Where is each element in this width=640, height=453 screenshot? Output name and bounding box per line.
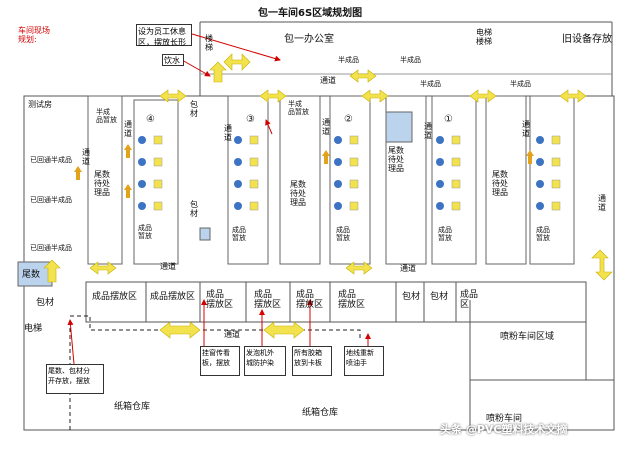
page-title: 包一车间6S区域规划图	[258, 8, 363, 19]
spray-area-room: 喷粉车间区域	[500, 332, 555, 342]
carton-left-room: 纸箱仓库	[114, 402, 151, 412]
drinking-callout: 饮水	[162, 54, 184, 66]
aisle-v-label: 通 道	[522, 120, 530, 139]
semi-label: 半成品	[510, 80, 531, 88]
aisle-label: 通道	[320, 76, 336, 85]
semi-label: 半成品	[420, 80, 441, 88]
finished-small-label: 成品 暂放	[336, 226, 350, 243]
circle-marker: ③	[246, 114, 255, 125]
aisle-label: 通道	[224, 330, 240, 339]
seat-markers	[153, 135, 561, 211]
foam-protect-callout: 发泡机外 城防护染	[244, 346, 286, 376]
elevator-left: 电梯	[24, 324, 43, 334]
semi-small-label: 半成 品暂放	[288, 100, 309, 117]
wb-line-label: 已回通半成品	[30, 196, 72, 204]
tail-pending-label: 尾数 待处 理品	[94, 170, 110, 198]
old-equipment-room: 旧设备存放	[562, 34, 612, 45]
aisle-label: 通道	[160, 262, 176, 271]
aisle-v-label: 通 道	[224, 124, 232, 143]
tail-pending-label: 尾数 待处 理品	[388, 146, 404, 174]
aisle-v-label: 通 道	[124, 120, 132, 139]
wb-line-label: 已回通半成品	[30, 156, 72, 164]
test-room: 测试房	[28, 100, 52, 109]
wb-line-label: 已回通半成品	[30, 244, 72, 252]
pack-v: 包材	[430, 292, 449, 302]
office-room: 包一办公室	[284, 34, 334, 45]
finished-area-small: 成品 摆放区	[254, 290, 282, 311]
circle-marker: ④	[146, 114, 155, 125]
finished-small-label: 成品 暂放	[232, 226, 246, 243]
finished-area-v: 成品 区	[460, 290, 479, 311]
aisle-v-label: 通 道	[598, 194, 606, 213]
circle-marker: ①	[444, 114, 453, 125]
finished-area-small: 成品 摆放区	[206, 290, 234, 311]
aisle-label: 通道	[400, 264, 416, 273]
red-leaders	[67, 33, 371, 365]
flow-arrows	[43, 53, 613, 339]
workstations	[17, 95, 575, 287]
finished-area-small: 成品 摆放区	[296, 290, 324, 311]
aisle-v-label: 通 道	[424, 122, 432, 141]
pallet-callout: 所有胶箱 放到卡板	[292, 346, 332, 376]
elevator-top: 电梯 楼梯	[476, 28, 492, 47]
semi-label: 半成品	[338, 56, 359, 64]
tail-pending-label: 尾数 待处 理品	[492, 170, 508, 198]
pack-v: 包材	[402, 292, 421, 302]
pack2-label: 包材	[36, 298, 55, 308]
tail-label: 尾数	[22, 270, 41, 280]
finished-area: 成品摆放区	[92, 292, 138, 302]
dashed-boundary	[70, 315, 361, 340]
aisle-v-label: 通 道	[322, 118, 330, 137]
aisle-v-label: 通 道	[82, 148, 90, 167]
finished-area-small: 成品 摆放区	[338, 290, 366, 311]
ground-paint-callout: 地线重新 喷油手	[344, 346, 384, 376]
spray-room: 喷粉车间	[486, 414, 523, 424]
finished-small-label: 成品 暂放	[536, 226, 550, 243]
watermark: 头条 @PVC塑料技术文摘	[440, 423, 568, 436]
hang-board-callout: 挂窗传看 板，摆放	[200, 346, 240, 376]
semi-label: 半成品	[400, 56, 421, 64]
plan-label: 车间现场 规划:	[18, 26, 50, 45]
rest-area-callout: 设为员工休息 区，摆放长形	[136, 24, 192, 47]
stairs-room: 楼 梯	[205, 34, 213, 53]
finished-small-label: 成品 暂放	[138, 224, 152, 241]
finished-small-label: 成品 暂放	[438, 226, 452, 243]
pack-label: 包 材	[190, 200, 198, 219]
worker-icons	[138, 136, 544, 210]
circle-marker: ②	[344, 114, 353, 125]
finished-area: 成品摆放区	[150, 292, 196, 302]
tail-pending-label: 尾数 待处 理品	[290, 180, 306, 208]
carton-mid-room: 纸箱仓库	[302, 408, 339, 418]
pack-label: 包 材	[190, 100, 198, 119]
semi-small-label: 半成 品暂放	[96, 108, 117, 125]
orange-arrows	[74, 144, 534, 198]
tail-material-callout: 尾数、包材分 开存放，摆放	[46, 364, 104, 394]
